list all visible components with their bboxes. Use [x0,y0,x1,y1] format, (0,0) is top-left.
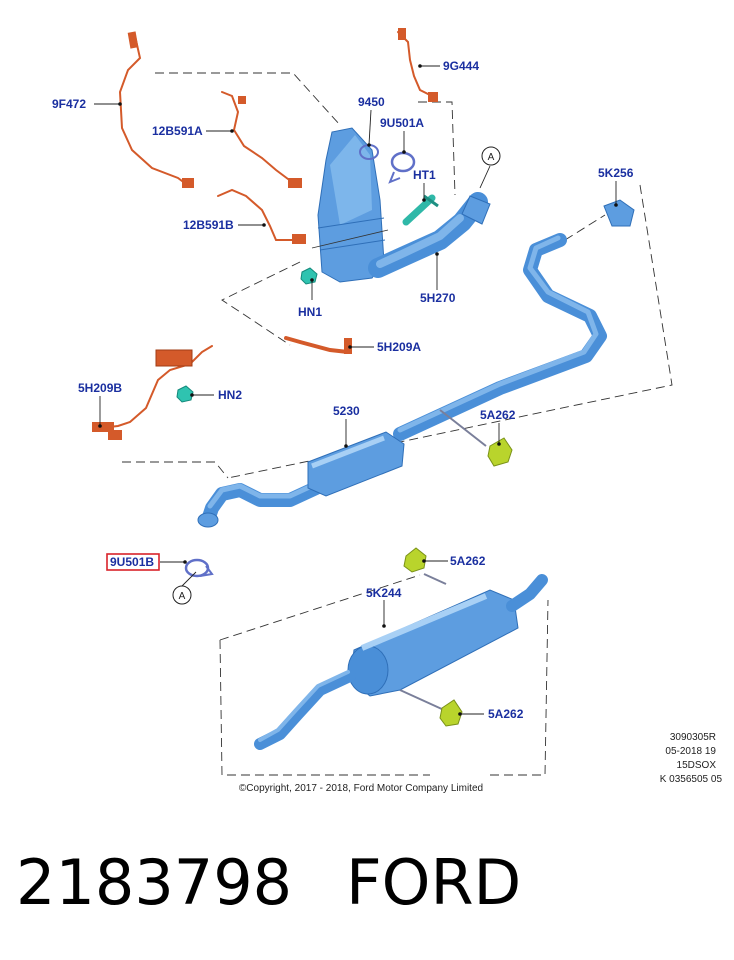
reference-a-bottom: A [172,585,192,605]
label-5a262-bot[interactable]: 5A262 [488,707,524,721]
brand-name: FORD [346,846,521,919]
clamp-9u501b [184,558,214,578]
copyright-text: ©Copyright, 2017 - 2018, Ford Motor Comp… [239,783,483,794]
rubber-mount-5a262-top [439,409,513,467]
sensor-9f472 [118,31,194,188]
upper-group-outline-left [221,261,301,346]
sensor-12b591a [221,91,302,188]
upper-group-outline [155,72,341,126]
label-5h209a[interactable]: 5H209A [377,340,421,354]
intermediate-pipe-5230 [197,233,607,528]
label-5a262-top[interactable]: 5A262 [480,408,516,422]
upper-group-outline-right [418,101,456,196]
label-5a262-mid[interactable]: 5A262 [450,554,486,568]
muffler-5230 [307,431,405,497]
label-hn2[interactable]: HN2 [218,388,242,402]
sensor-12b591b [217,188,306,244]
sensor-9g444 [397,28,438,102]
label-9u501a[interactable]: 9U501A [380,116,424,130]
info-line-1: 3090305R [670,732,716,743]
lower-group-outline [219,574,549,776]
highlight-box-9u501b [106,553,160,571]
nut-hn2 [176,385,194,403]
pipe-5h209a [284,336,352,354]
label-9u501b[interactable]: 9U501B [110,555,154,569]
reference-a-bottom-label: A [179,591,186,602]
hanger-5k256 [603,199,635,227]
sensor-5h209b [92,345,213,440]
label-12b591b[interactable]: 12B591B [183,218,234,232]
front-pipe-5h270 [368,192,491,278]
label-5k244[interactable]: 5K244 [366,586,402,600]
label-5k256[interactable]: 5K256 [598,166,634,180]
info-line-2: 05-2018 19 [665,746,716,757]
nut-hn1 [300,267,318,285]
label-ht1[interactable]: HT1 [413,168,436,182]
clamp-9u501a [388,151,416,184]
heater-ht1 [402,194,439,226]
rubber-mount-5a262-bot [399,689,463,727]
rear-muffler-5k244 [254,574,548,750]
reference-a-top-label: A [488,152,495,163]
label-9450[interactable]: 9450 [358,95,385,109]
info-line-4: K 0356505 05 [660,774,723,785]
info-line-3: 15DSOX [677,760,717,771]
label-9f472[interactable]: 9F472 [52,97,86,111]
leader-lines [94,64,618,716]
catalytic-converter [311,127,389,283]
reference-a-top: A [481,146,501,166]
part-number: 2183798 [16,846,292,919]
label-5h209b[interactable]: 5H209B [78,381,122,395]
label-5230[interactable]: 5230 [333,404,360,418]
label-5h270[interactable]: 5H270 [420,291,456,305]
label-9g444[interactable]: 9G444 [443,59,479,73]
label-12b591a[interactable]: 12B591A [152,124,203,138]
label-hn1[interactable]: HN1 [298,305,322,319]
rubber-mount-5a262-mid [403,547,447,585]
